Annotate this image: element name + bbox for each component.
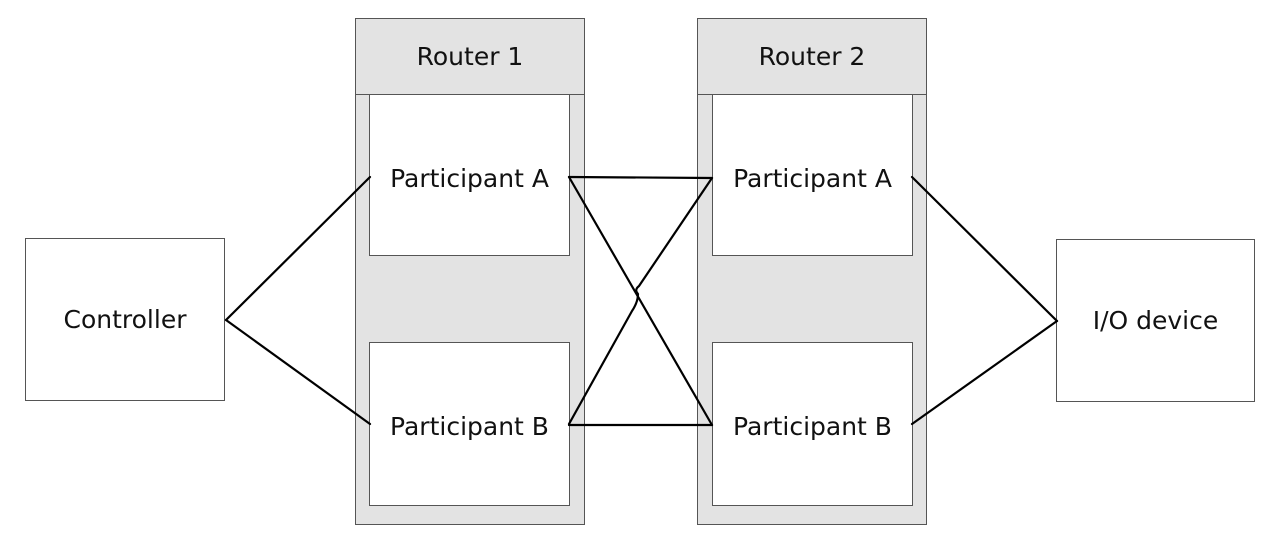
router-2-header: Router 2 [697,18,927,95]
link-controller-r1b [224,318,372,426]
io-device-node: I/O device [1056,239,1255,402]
link-r1a-r2b [567,175,714,427]
router-1-participant-a: Participant A [369,94,570,256]
link-r1a-r2a [567,175,714,180]
io-device-label: I/O device [1092,306,1219,335]
router-1-title: Router 1 [416,42,524,71]
router-2-participant-a: Participant A [712,94,913,256]
link-r2a-io [910,175,1059,323]
router-2-participant-b: Participant B [712,342,913,506]
router-1-header: Router 1 [355,18,585,95]
link-controller-r1a [224,175,372,322]
router-1-participant-b-label: Participant B [390,411,549,441]
router-2-title: Router 2 [758,42,866,71]
router-2-participant-a-label: Participant A [733,163,892,193]
link-r2b-io [910,319,1059,426]
router-2-participant-b-label: Participant B [733,411,892,441]
controller-node: Controller [25,238,225,401]
link-r1b-r2a [567,176,714,426]
router-1-participant-b: Participant B [369,342,570,506]
controller-label: Controller [63,305,187,334]
router-1-participant-a-label: Participant A [390,163,549,193]
